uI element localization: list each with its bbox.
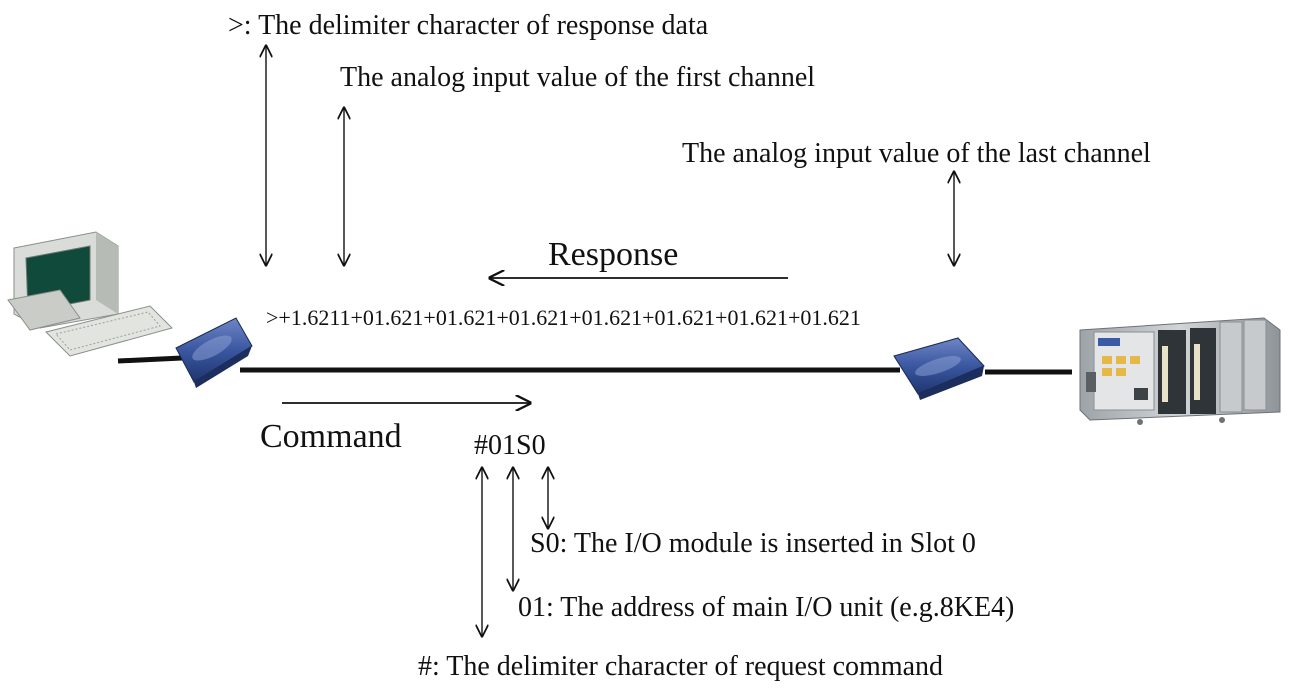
first-channel-label: The analog input value of the first chan… [340, 62, 816, 93]
request-delimiter-label: #: The delimiter character of request co… [418, 651, 944, 682]
desktop-computer-icon [7, 231, 173, 357]
io-unit-rack-icon [1079, 317, 1281, 425]
converter-right-icon [893, 337, 985, 400]
last-channel-label: The analog input value of the last chann… [682, 138, 1151, 169]
response-label: Response [548, 236, 679, 273]
command-label: Command [260, 418, 402, 455]
response-delimiter-label: >: The delimiter character of response d… [228, 10, 709, 41]
command-string: #01S0 [474, 430, 546, 461]
converter-left-icon [175, 317, 253, 388]
pc-cable [117, 355, 183, 364]
slot-label: S0: The I/O module is inserted in Slot 0 [530, 528, 976, 559]
response-data-string: >+1.6211+01.621+01.621+01.621+01.621+01.… [266, 305, 861, 330]
address-label: 01: The address of main I/O unit (e.g.8K… [518, 592, 1015, 623]
